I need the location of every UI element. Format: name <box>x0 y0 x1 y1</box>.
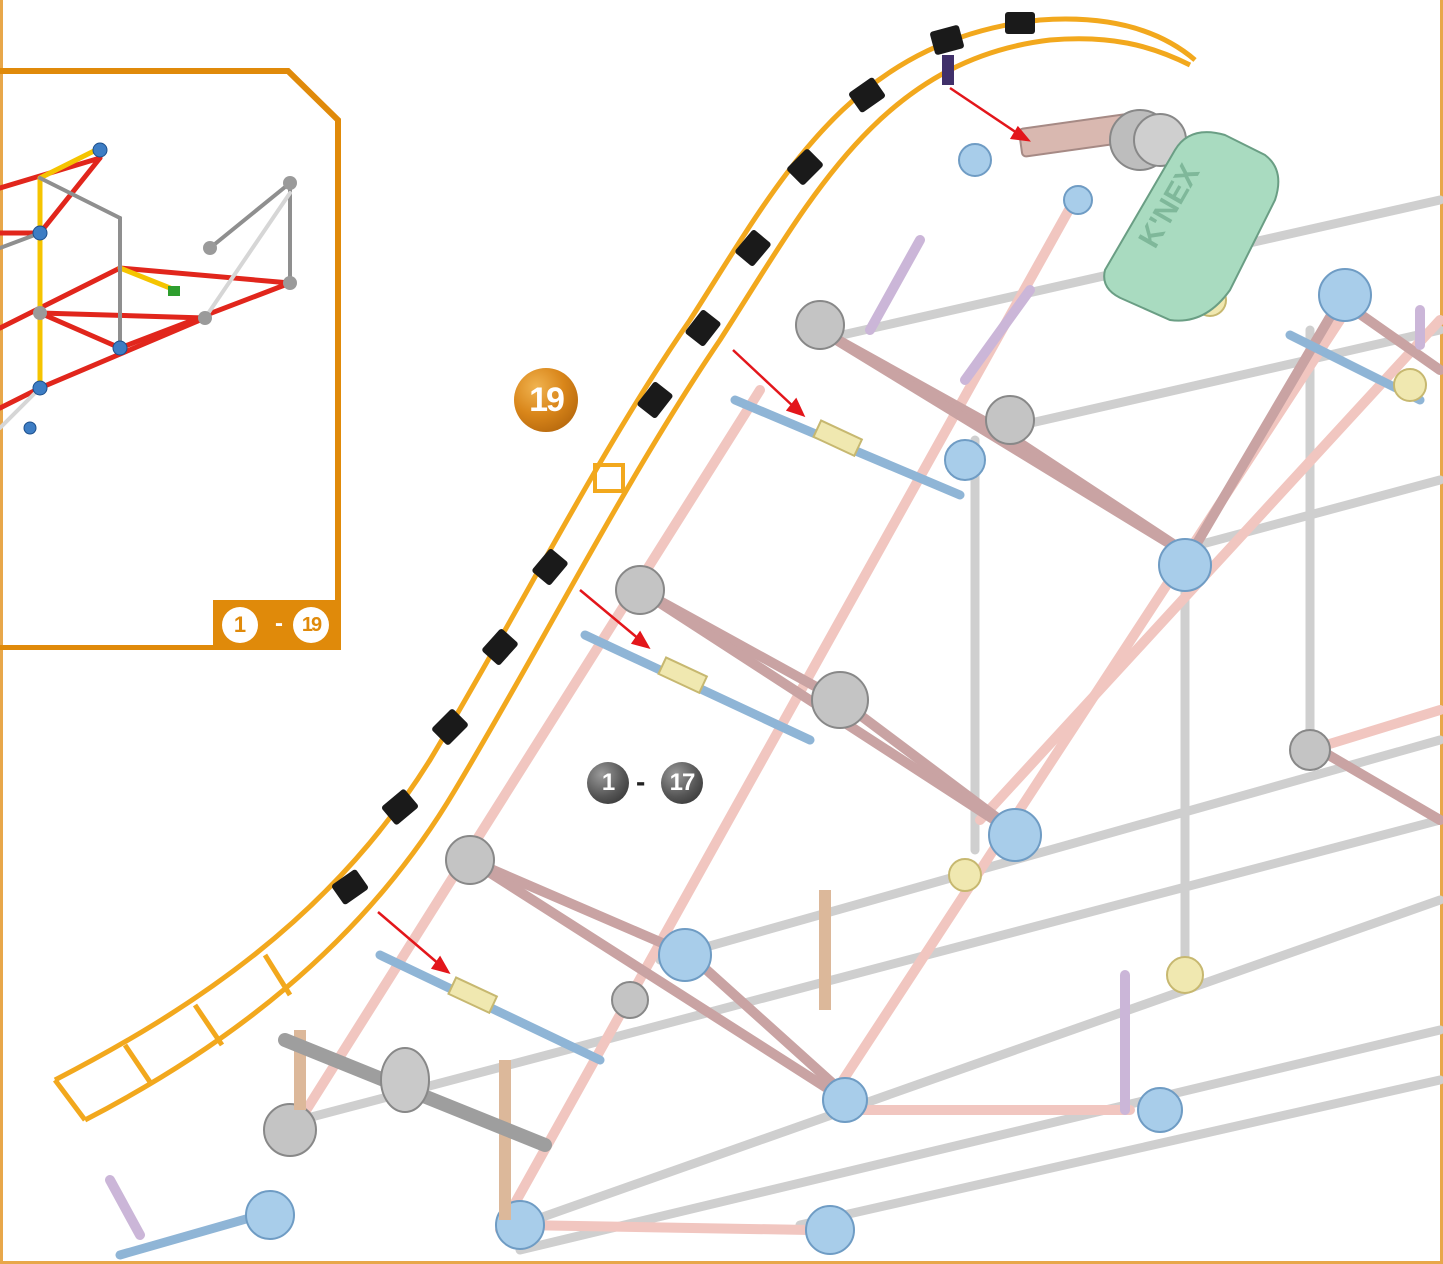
inset-overview-panel: 1 - 19 <box>0 68 342 650</box>
attachment-arrows <box>377 86 1031 974</box>
inset-range-separator: - <box>275 610 283 637</box>
inset-range-start: 1 <box>222 607 258 643</box>
page-border-right <box>1440 0 1443 1264</box>
inset-frame <box>0 68 341 650</box>
yellow-connectors <box>447 283 1427 1015</box>
lavender-posts <box>105 235 1425 1240</box>
subassembly-range-end: 17 <box>661 762 703 804</box>
subassembly-range-separator: - <box>636 766 646 797</box>
step-number-badge: 19 <box>514 368 578 432</box>
subassembly-range-start: 1 <box>587 762 629 804</box>
grey-hub-connectors <box>263 300 1331 1157</box>
inset-model-sketch <box>0 145 293 430</box>
roller-coaster-track <box>53 16 1197 1123</box>
inset-range-end: 19 <box>293 607 329 643</box>
inset-connectors <box>23 142 128 435</box>
crank-axle <box>278 1033 552 1152</box>
track-clips <box>332 12 1035 905</box>
page-border-bottom <box>0 1261 1443 1264</box>
inset-step-range-badge: 1 - 19 <box>213 600 341 650</box>
page-border-left <box>0 0 3 1264</box>
subassembly-range: 1 - 17 <box>587 762 707 806</box>
